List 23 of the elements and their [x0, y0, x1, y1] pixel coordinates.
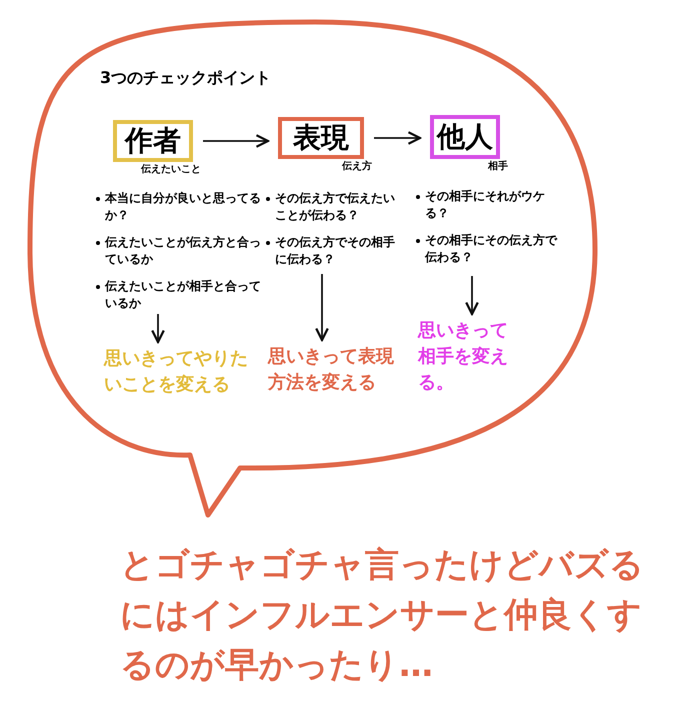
conclusion-text: 思いきって相手を変える。	[418, 318, 518, 396]
check-question: その伝え方でその相手に伝わる？	[275, 234, 396, 268]
arrow	[315, 274, 329, 342]
box-label: 他人	[437, 123, 493, 151]
conclusion-text: 思いきって表現方法を変える	[268, 344, 400, 396]
check-question: 伝えたいことが伝え方と合っているか	[105, 234, 262, 268]
arrow	[203, 134, 270, 148]
box-caption: 相手	[488, 160, 508, 174]
arrow	[465, 276, 479, 316]
check-question: その相手にその伝え方で伝わる？	[425, 232, 558, 266]
box-label: 表現	[293, 124, 349, 152]
conclusion-text: 思いきってやりたいことを変える	[104, 346, 254, 398]
arrow	[374, 131, 422, 145]
check-question: 本当に自分が良いと思ってるか？	[105, 190, 262, 224]
check-question: 伝えたいことが相手と合っているか	[105, 278, 262, 312]
box-caption: 伝え方	[342, 159, 372, 174]
box-caption: 伝えたいこと	[141, 162, 201, 177]
check-question: その相手にそれがウケる？	[425, 188, 546, 222]
box-label: 作者	[125, 127, 181, 155]
check-question: その伝え方で伝えたいことが伝わる？	[275, 190, 396, 224]
handwritten-remark: とゴチャゴチャ言ったけどバズるにはインフルエンサーと仲良くするのが早かったり…	[120, 544, 645, 687]
arrow	[151, 314, 165, 344]
bubble-title: 3つのチェックポイント	[100, 67, 272, 89]
